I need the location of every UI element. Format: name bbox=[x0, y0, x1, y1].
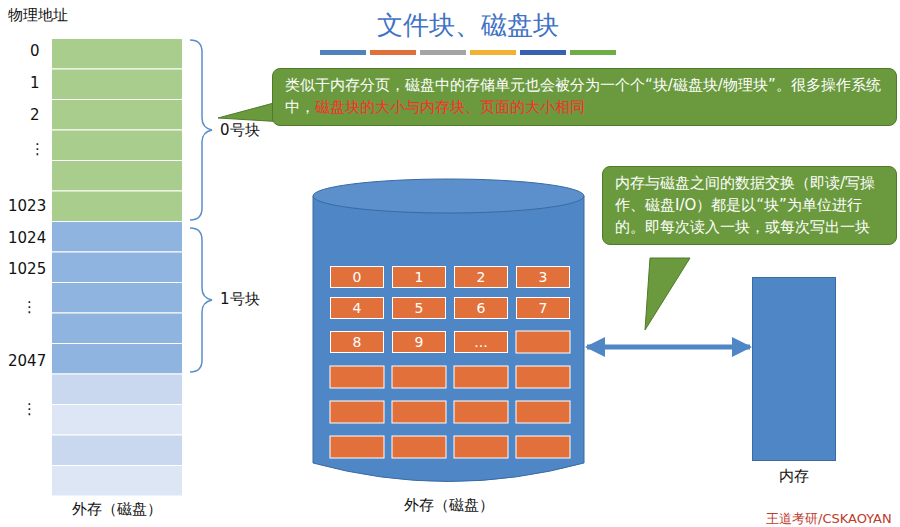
block-number: 5 bbox=[415, 300, 424, 316]
block-number: 7 bbox=[539, 300, 548, 316]
disk-block-blank bbox=[516, 436, 570, 458]
callout-text: 内存与磁盘之间的数据交换（即读/写操作、磁盘I/O）都是以“块”为单位进行的。即… bbox=[615, 173, 884, 238]
disk-block-blank bbox=[392, 366, 446, 388]
disk-block-blank bbox=[454, 366, 508, 388]
block-number: 1 bbox=[415, 269, 424, 285]
memory-cell bbox=[52, 222, 183, 253]
shape-caption: 外存（磁盘） bbox=[282, 496, 615, 515]
disk-block-blank bbox=[330, 366, 384, 388]
disk-block: 1 bbox=[392, 266, 446, 288]
address: 1025 bbox=[8, 260, 46, 278]
disk-block: 8 bbox=[330, 331, 384, 353]
disk-block-blank bbox=[392, 401, 446, 423]
callout-box: 类似于内存分页，磁盘中的存储单元也会被分为一个个“块/磁盘块/物理块”。很多操作… bbox=[272, 68, 897, 126]
disk-block-blank bbox=[516, 401, 570, 423]
ellipsis: ⋮ bbox=[30, 140, 45, 158]
block-label: 0号块 bbox=[220, 121, 260, 140]
memory-rect bbox=[753, 278, 836, 461]
address-column: 外存（磁盘） bbox=[51, 38, 183, 496]
disk-block: 6 bbox=[454, 297, 508, 319]
disk-block-blank bbox=[330, 436, 384, 458]
disk-block-blank bbox=[392, 436, 446, 458]
title: 文件块、磁盘块 bbox=[0, 8, 900, 43]
memory-cell bbox=[52, 100, 183, 131]
disk-block: 4 bbox=[330, 297, 384, 319]
callout-text: 类似于内存分页，磁盘中的存储单元也会被分为一个个“块/磁盘块/物理块”。很多操作… bbox=[285, 75, 884, 119]
disk-block: 7 bbox=[516, 297, 570, 319]
address: 2 bbox=[30, 106, 40, 124]
memory-cell bbox=[52, 466, 183, 497]
disk-block-blank bbox=[330, 401, 384, 423]
disk-block-blank bbox=[454, 401, 508, 423]
address: 1024 bbox=[8, 229, 46, 247]
memory-cell bbox=[52, 374, 183, 405]
ellipsis: ⋮ bbox=[22, 298, 37, 316]
disk-block: 0 bbox=[330, 266, 384, 288]
shape bbox=[51, 38, 183, 496]
memory-box: 内存 bbox=[752, 277, 836, 461]
title-bars bbox=[320, 50, 616, 55]
ellipsis: ⋮ bbox=[22, 400, 37, 418]
block-number: 3 bbox=[539, 269, 548, 285]
block-number: 0 bbox=[353, 269, 362, 285]
block-number: 9 bbox=[415, 334, 424, 350]
disk-block: ... bbox=[454, 331, 508, 353]
disk-block-blank bbox=[516, 366, 570, 388]
memory-cell bbox=[52, 39, 183, 70]
memory-cell bbox=[52, 283, 183, 314]
block-number: 6 bbox=[477, 300, 486, 316]
block-number: ... bbox=[474, 334, 487, 350]
watermark: 王道考研/CSKAOYAN bbox=[766, 510, 892, 527]
callout-text: 内存与磁盘之间的数据交换（即读/写操作、磁盘I/O）都是以“块”为单位进行的。即… bbox=[615, 174, 875, 236]
disk-block-blank bbox=[454, 436, 508, 458]
memory-cell bbox=[52, 69, 183, 100]
disk-block: 9 bbox=[392, 331, 446, 353]
memory-cell bbox=[52, 161, 183, 192]
shape bbox=[752, 277, 836, 461]
cylinder-body bbox=[313, 196, 584, 482]
address: 2047 bbox=[8, 352, 46, 370]
data-exchange-arrow bbox=[587, 345, 750, 350]
memory-cell bbox=[52, 435, 183, 466]
disk-block: 3 bbox=[516, 266, 570, 288]
memory-cell bbox=[52, 252, 183, 283]
address: 0 bbox=[30, 42, 40, 60]
shape-caption: 内存 bbox=[722, 467, 866, 486]
address: 1 bbox=[30, 74, 40, 92]
shape-caption: 外存（磁盘） bbox=[21, 500, 213, 519]
callout-box: 内存与磁盘之间的数据交换（即读/写操作、磁盘I/O）都是以“块”为单位进行的。即… bbox=[602, 166, 897, 245]
memory-cell bbox=[52, 313, 183, 344]
block-number: 2 bbox=[477, 269, 486, 285]
disk-cylinder: 外存（磁盘）0123456789... bbox=[312, 178, 585, 488]
heading-label: 物理地址 bbox=[8, 6, 68, 25]
highlight-text: 磁盘块的大小与内存块、页面的大小相同 bbox=[315, 98, 585, 116]
disk-block: 5 bbox=[392, 297, 446, 319]
block-number: 8 bbox=[353, 334, 362, 350]
memory-cell bbox=[52, 405, 183, 436]
memory-cell bbox=[52, 130, 183, 161]
block-label: 1号块 bbox=[220, 290, 260, 309]
address: 1023 bbox=[8, 197, 46, 215]
disk-block: 2 bbox=[454, 266, 508, 288]
disk-block-blank bbox=[516, 331, 570, 353]
memory-cell bbox=[52, 191, 183, 222]
cylinder-top bbox=[313, 179, 584, 213]
brace bbox=[190, 228, 212, 372]
brace bbox=[190, 40, 212, 220]
block-number: 4 bbox=[353, 300, 362, 316]
memory-cell bbox=[52, 344, 183, 375]
callout-pointer bbox=[645, 258, 690, 330]
